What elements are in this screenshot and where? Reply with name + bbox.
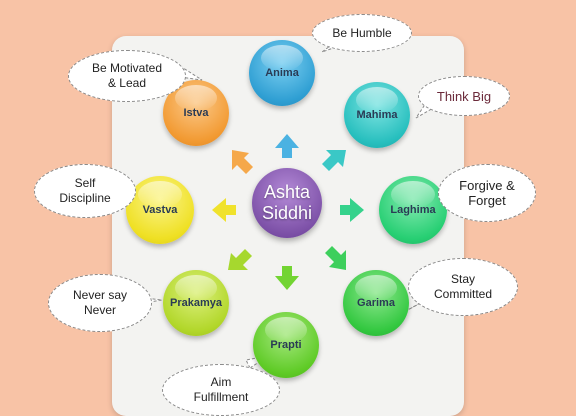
node-label: Garima: [357, 297, 395, 309]
node-label: Istva: [183, 107, 209, 119]
arrow-down: [275, 266, 299, 290]
node-vastva: Vastva: [126, 176, 194, 244]
callout-prapti: Aim Fulfillment: [162, 364, 280, 416]
callout-mahima: Think Big: [418, 76, 510, 116]
node-label: Prapti: [270, 339, 302, 351]
node-label: Prakamya: [170, 297, 222, 309]
arrow-up-left: [232, 150, 253, 174]
node-mahima: Mahima: [344, 82, 410, 148]
arrow-up-right: [322, 150, 346, 171]
arrow-down-left: [228, 249, 252, 270]
node-prakamya: Prakamya: [163, 270, 229, 336]
callout-prakamya: Never say Never: [48, 274, 152, 332]
center-line1: Ashta: [263, 182, 311, 202]
center-node: Ashta Siddhi: [252, 168, 322, 238]
callout-anima: Be Humble: [312, 14, 412, 52]
arrow-right: [340, 198, 364, 222]
node-label: Anima: [265, 67, 299, 79]
arrow-up: [275, 134, 299, 158]
node-laghima: Laghima: [379, 176, 447, 244]
arrow-left: [212, 198, 236, 222]
node-garima: Garima: [343, 270, 409, 336]
node-prapti: Prapti: [253, 312, 319, 378]
node-label: Laghima: [390, 204, 436, 216]
node-label: Vastva: [142, 204, 178, 216]
center-line2: Siddhi: [261, 203, 313, 223]
callout-istva: Be Motivated & Lead: [68, 50, 186, 102]
callout-laghima: Forgive & Forget: [438, 164, 536, 222]
arrow-down-right: [325, 246, 346, 270]
callout-garima: Stay Committed: [408, 258, 518, 316]
node-label: Mahima: [356, 109, 398, 121]
callout-vastva: Self Discipline: [34, 164, 136, 218]
node-anima: Anima: [249, 40, 315, 106]
